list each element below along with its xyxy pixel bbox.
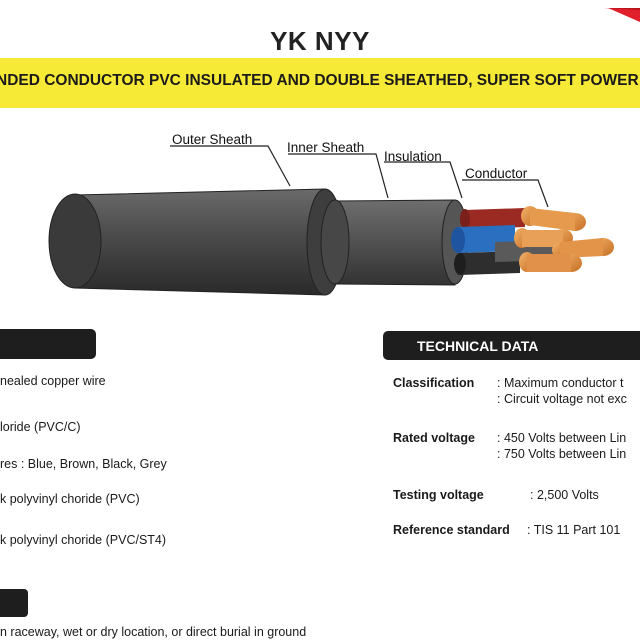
- leader-lines: [170, 145, 549, 208]
- construction-item: nealed copper wire: [0, 374, 106, 388]
- tech-value: : 750 Volts between Lin: [497, 447, 627, 461]
- technical-data-header: TECHNICAL DATA: [383, 331, 640, 360]
- label-outer-sheath: Outer Sheath: [172, 132, 253, 147]
- tech-value: : TIS 11 Part 101: [527, 523, 621, 537]
- construction-item: loride (PVC/C): [0, 420, 81, 434]
- cable-diagram: [48, 145, 614, 296]
- construction-item: res : Blue, Brown, Black, Grey: [0, 457, 167, 471]
- corner-accent: [604, 8, 640, 22]
- page-title: YK NYY: [270, 26, 370, 56]
- label-conductor: Conductor: [465, 166, 528, 181]
- tech-value: : Maximum conductor t: [497, 376, 624, 390]
- tech-value: : 450 Volts between Lin: [497, 431, 627, 445]
- inner-sheath: [320, 199, 469, 286]
- tech-label-classification: Classification: [393, 376, 475, 390]
- tech-value: : 2,500 Volts: [530, 488, 599, 502]
- conductor-strands: [514, 206, 614, 272]
- tech-label-testing-voltage: Testing voltage: [393, 488, 484, 502]
- technical-data-title: TECHNICAL DATA: [417, 338, 539, 354]
- outer-sheath: [48, 188, 344, 296]
- construction-header-bar: [0, 329, 96, 359]
- application-header-bar: [0, 589, 28, 617]
- tech-value: : Circuit voltage not exc: [497, 392, 627, 406]
- subtitle-band: NDED CONDUCTOR PVC INSULATED AND DOUBLE …: [0, 58, 640, 108]
- tech-label-rated-voltage: Rated voltage: [393, 431, 475, 445]
- application-text: n raceway, wet or dry location, or direc…: [0, 625, 307, 639]
- label-inner-sheath: Inner Sheath: [287, 140, 365, 155]
- subtitle-text: NDED CONDUCTOR PVC INSULATED AND DOUBLE …: [0, 72, 639, 89]
- tech-label-reference-standard: Reference standard: [393, 523, 510, 537]
- label-insulation: Insulation: [384, 149, 442, 164]
- construction-item: k polyvinyl choride (PVC/ST4): [0, 533, 167, 547]
- construction-item: k polyvinyl choride (PVC): [0, 492, 140, 506]
